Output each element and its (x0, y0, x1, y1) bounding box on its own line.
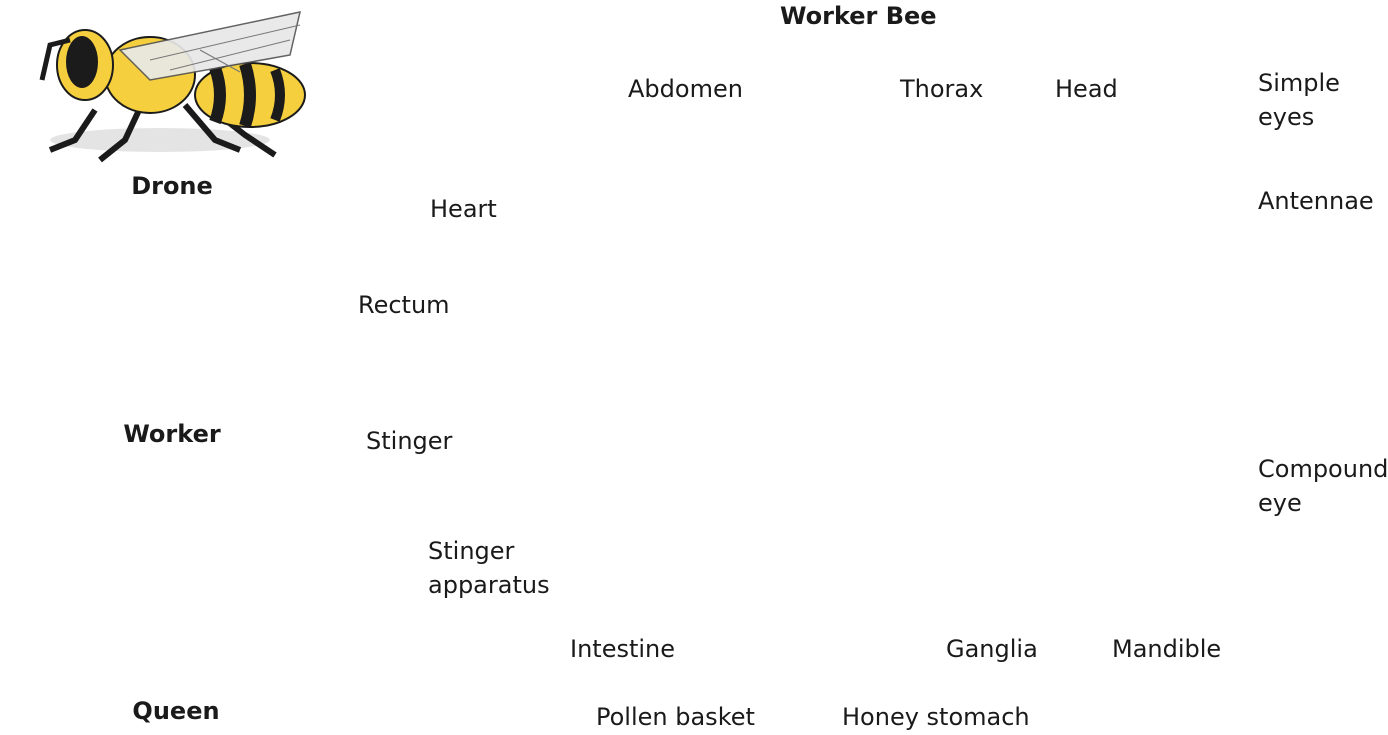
label-head: Head (1055, 72, 1118, 106)
label-abdomen: Abdomen (628, 72, 743, 106)
label-stinger: Stinger (366, 424, 452, 458)
label-ganglia: Ganglia (946, 632, 1038, 666)
label-simple-eyes-line2: eyes (1258, 100, 1314, 134)
label-stinger-apparatus-line2: apparatus (428, 568, 550, 602)
label-simple-eyes-line1: Simple (1258, 66, 1340, 100)
label-honey-stomach: Honey stomach (842, 700, 1030, 734)
label-thorax: Thorax (900, 72, 983, 106)
label-compound-eye-line2: eye (1258, 486, 1302, 520)
label-compound-eye-line1: Compound (1258, 452, 1388, 486)
drone-label: Drone (72, 172, 272, 200)
label-rectum: Rectum (358, 288, 450, 322)
label-stinger-apparatus-line1: Stinger (428, 534, 514, 568)
label-intestine: Intestine (570, 632, 675, 666)
drone-bee-illustration (42, 12, 305, 160)
label-heart: Heart (430, 192, 497, 226)
label-mandible: Mandible (1112, 632, 1221, 666)
label-pollen-basket: Pollen basket (596, 700, 755, 734)
worker-label: Worker (72, 420, 272, 448)
queen-label: Queen (76, 697, 276, 725)
diagram-title: Worker Bee (780, 2, 937, 30)
label-antennae: Antennae (1258, 184, 1374, 218)
